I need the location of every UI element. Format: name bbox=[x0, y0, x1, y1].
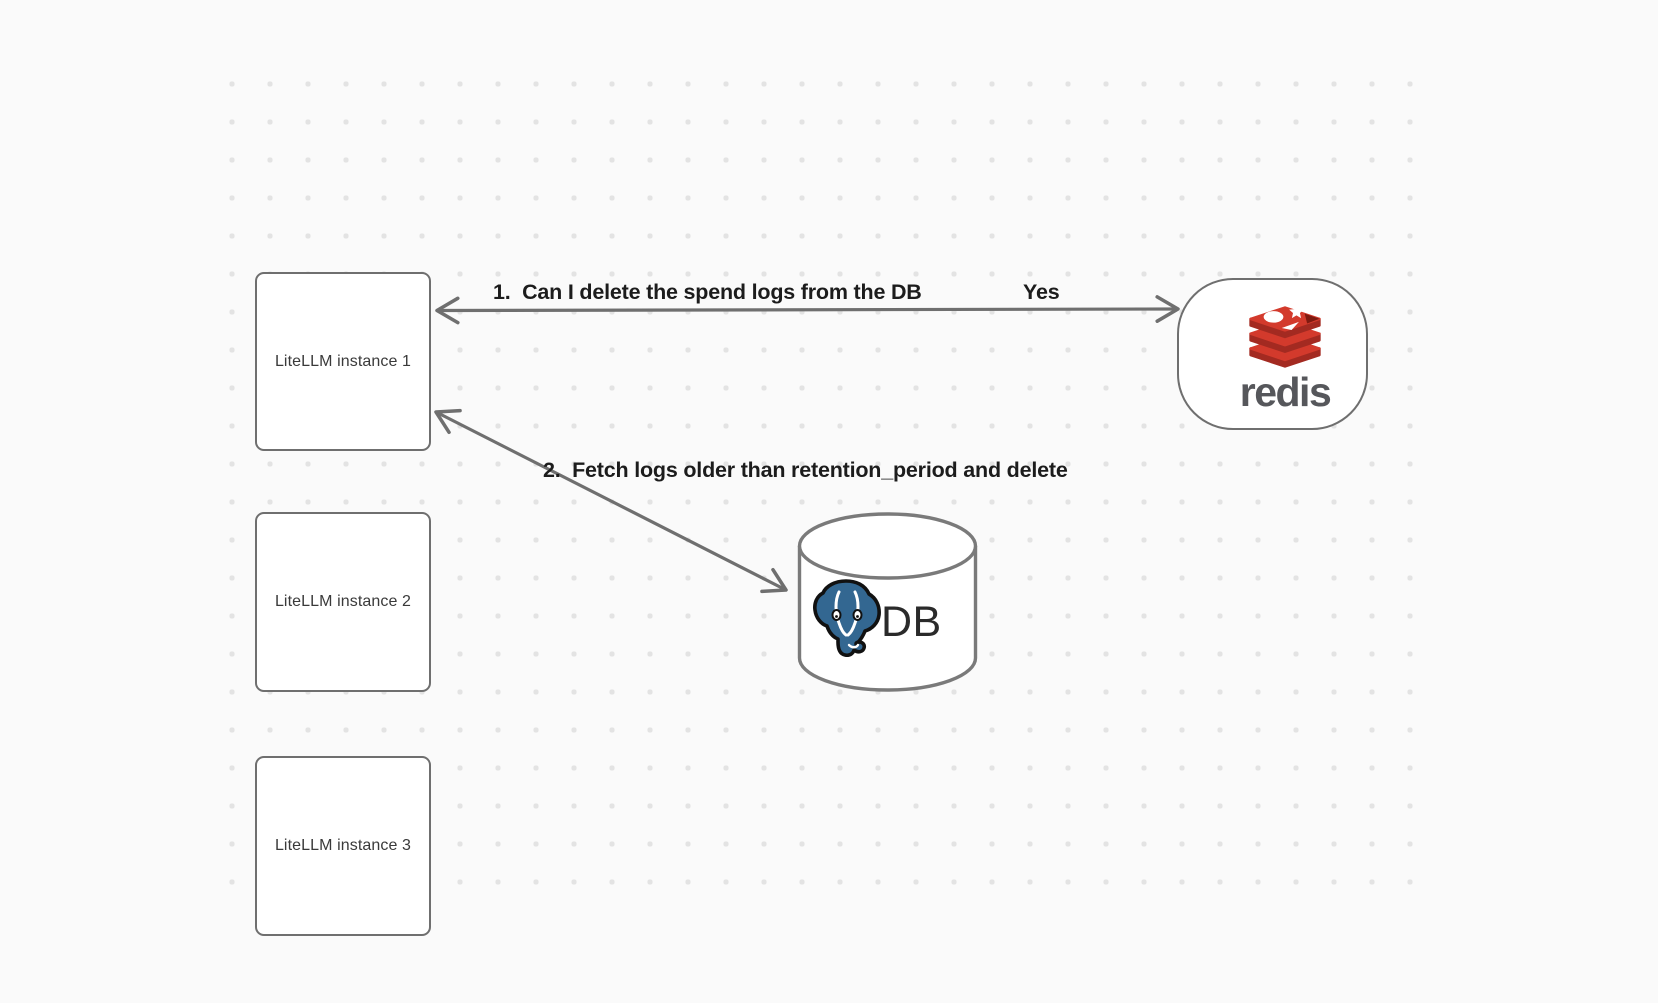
node-litellm-instance-3[interactable]: LiteLLM instance 3 bbox=[255, 756, 431, 936]
node-label: LiteLLM instance 1 bbox=[274, 352, 412, 370]
arrow-spend-logs-question[interactable] bbox=[435, 295, 1180, 325]
arrow-fetch-delete[interactable] bbox=[434, 408, 788, 594]
node-litellm-instance-2[interactable]: LiteLLM instance 2 bbox=[255, 512, 431, 692]
node-label: LiteLLM instance 2 bbox=[274, 593, 412, 610]
node-label: LiteLLM instance 3 bbox=[274, 837, 412, 854]
redis-logo-icon bbox=[1249, 304, 1321, 368]
node-litellm-instance-1[interactable]: LiteLLM instance 1 bbox=[255, 272, 431, 451]
edge-1-label: 1. Can I delete the spend logs from the … bbox=[493, 280, 922, 304]
edge-1-response-label: Yes bbox=[1023, 280, 1060, 304]
db-label: DB bbox=[881, 598, 942, 646]
redis-wordmark: redis bbox=[1239, 369, 1332, 415]
edge-2-label: 2. Fetch logs older than retention_perio… bbox=[543, 458, 1068, 482]
postgresql-elephant-icon bbox=[813, 579, 881, 657]
